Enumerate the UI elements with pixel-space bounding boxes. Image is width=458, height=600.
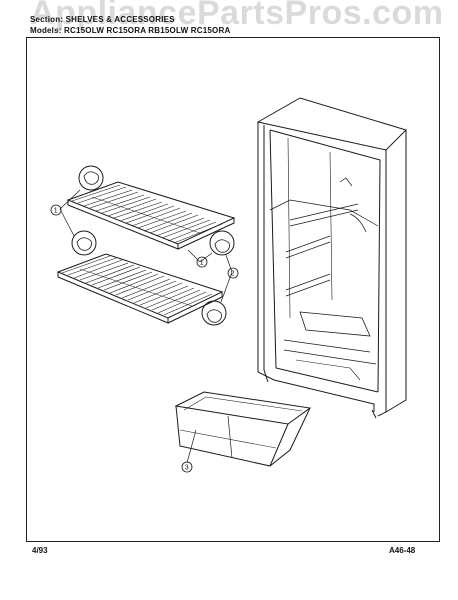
callout-1-lower: 1: [200, 260, 204, 267]
refrigerator-cabinet: [256, 97, 407, 419]
callout-3: 3: [185, 465, 189, 472]
revision-date: 4/93: [32, 546, 48, 555]
upper-shelf: [66, 181, 236, 250]
diagram-frame: [26, 37, 440, 542]
lower-shelf: [56, 253, 224, 324]
crisper-pan: [174, 391, 312, 467]
page-number: A46-48: [389, 546, 416, 555]
section-title: Section: SHELVES & ACCESSORIES: [30, 15, 175, 24]
callout-1-upper: 1: [54, 208, 58, 215]
callout-2: 2: [231, 271, 235, 278]
shelf-clip-detail-bubbles: [71, 165, 235, 326]
models-line: Models: RC15OLW RC15ORA RB15OLW RC15ORA: [30, 26, 231, 35]
callout-markers: 1 1 2 3: [50, 204, 239, 473]
watermark: AppliancePartsPros.com: [30, 0, 444, 32]
